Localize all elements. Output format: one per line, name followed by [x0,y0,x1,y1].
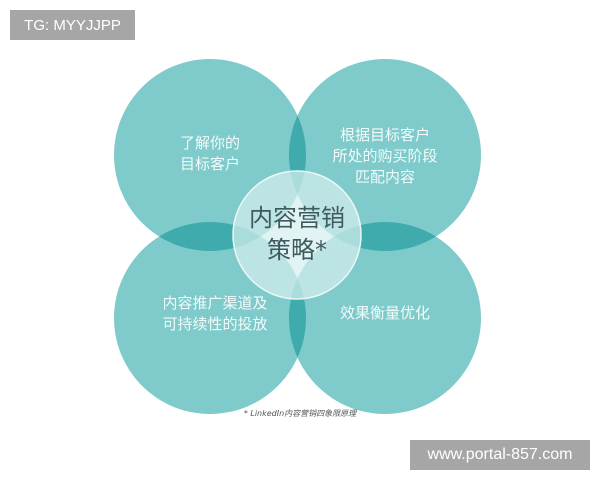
label-bottom-left: 内容推广渠道及 可持续性的投放 [162,294,268,333]
label-top-left: 了解你的 目标客户 [179,134,240,173]
watermark-top-left: TG: MYYJJPP [10,10,135,40]
watermark-bottom-right: www.portal-857.com [410,440,590,470]
caption: * LinkedIn内容营销四象限原理 [243,409,357,418]
label-bottom-right: 效果衡量优化 [339,304,430,322]
center-label: 内容营销 策略* [249,204,345,264]
center-circle [232,170,362,300]
label-top-right: 根据目标客户 所处的购买阶段 匹配内容 [332,126,438,186]
